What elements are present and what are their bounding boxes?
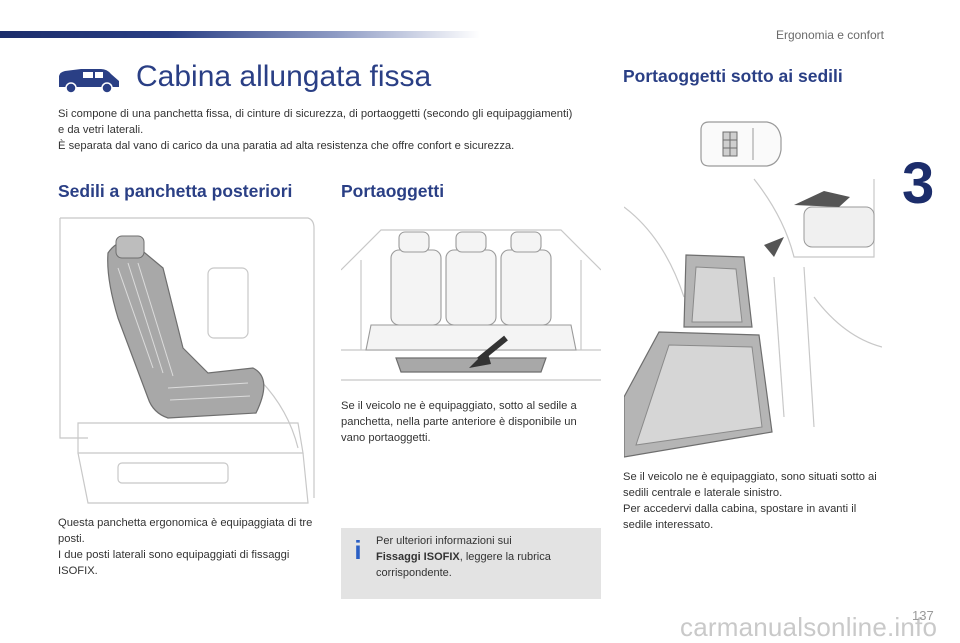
bench-seat-description: Questa panchetta ergonomica è equipaggia… — [58, 515, 316, 579]
info-text: Per ulteriori informazioni sui Fissaggi … — [376, 533, 591, 581]
intro-paragraph-2: È separata dal vano di carico da una par… — [58, 140, 515, 152]
info-text-pre: Per ulteriori informazioni sui — [376, 535, 512, 547]
chapter-number: 3 — [902, 151, 935, 216]
header-bar — [0, 31, 480, 38]
under-seat-description: Se il veicolo ne è equipaggiato, sono si… — [623, 469, 883, 533]
heading-storage: Portaoggetti — [341, 181, 445, 201]
bench-seat-illustration — [59, 217, 315, 504]
under-seat-paragraph-1: Se il veicolo ne è equipaggiato, sono si… — [623, 471, 877, 499]
vehicle-plan-illustration — [700, 121, 782, 167]
intro-text: Si compone di una panchetta fissa, di ci… — [58, 106, 578, 154]
front-storage-illustration — [341, 229, 601, 381]
intro-paragraph-1: Si compone di una panchetta fissa, di ci… — [58, 108, 573, 136]
watermark: carmanualsonline.info — [680, 612, 938, 642]
van-icon — [59, 69, 119, 94]
info-box: i Per ulteriori informazioni sui Fissagg… — [341, 528, 601, 599]
heading-rear-bench-seats: Sedili a panchetta posteriori — [58, 181, 293, 201]
page-number: 137 — [912, 608, 934, 623]
bench-seat-paragraph-1: Questa panchetta ergonomica è equipaggia… — [58, 517, 313, 545]
under-seat-storage-illustration — [624, 178, 882, 458]
under-seat-paragraph-2: Per accedervi dalla cabina, spostare in … — [623, 503, 857, 531]
bench-seat-paragraph-2: I due posti laterali sono equipaggiati d… — [58, 549, 290, 577]
info-text-post: , leggere la rubrica corrispondente. — [376, 551, 551, 579]
info-text-bold: Fissaggi ISOFIX — [376, 551, 460, 563]
info-icon: i — [354, 535, 362, 565]
section-title: Ergonomia e confort — [775, 28, 884, 42]
page-title: Cabina allungata fissa — [136, 60, 432, 93]
storage-description: Se il veicolo ne è equipaggiato, sotto a… — [341, 398, 601, 446]
storage-paragraph: Se il veicolo ne è equipaggiato, sotto a… — [341, 400, 577, 444]
heading-under-seat-storage: Portaoggetti sotto ai sedili — [623, 66, 843, 86]
arrow-icon — [469, 335, 508, 368]
